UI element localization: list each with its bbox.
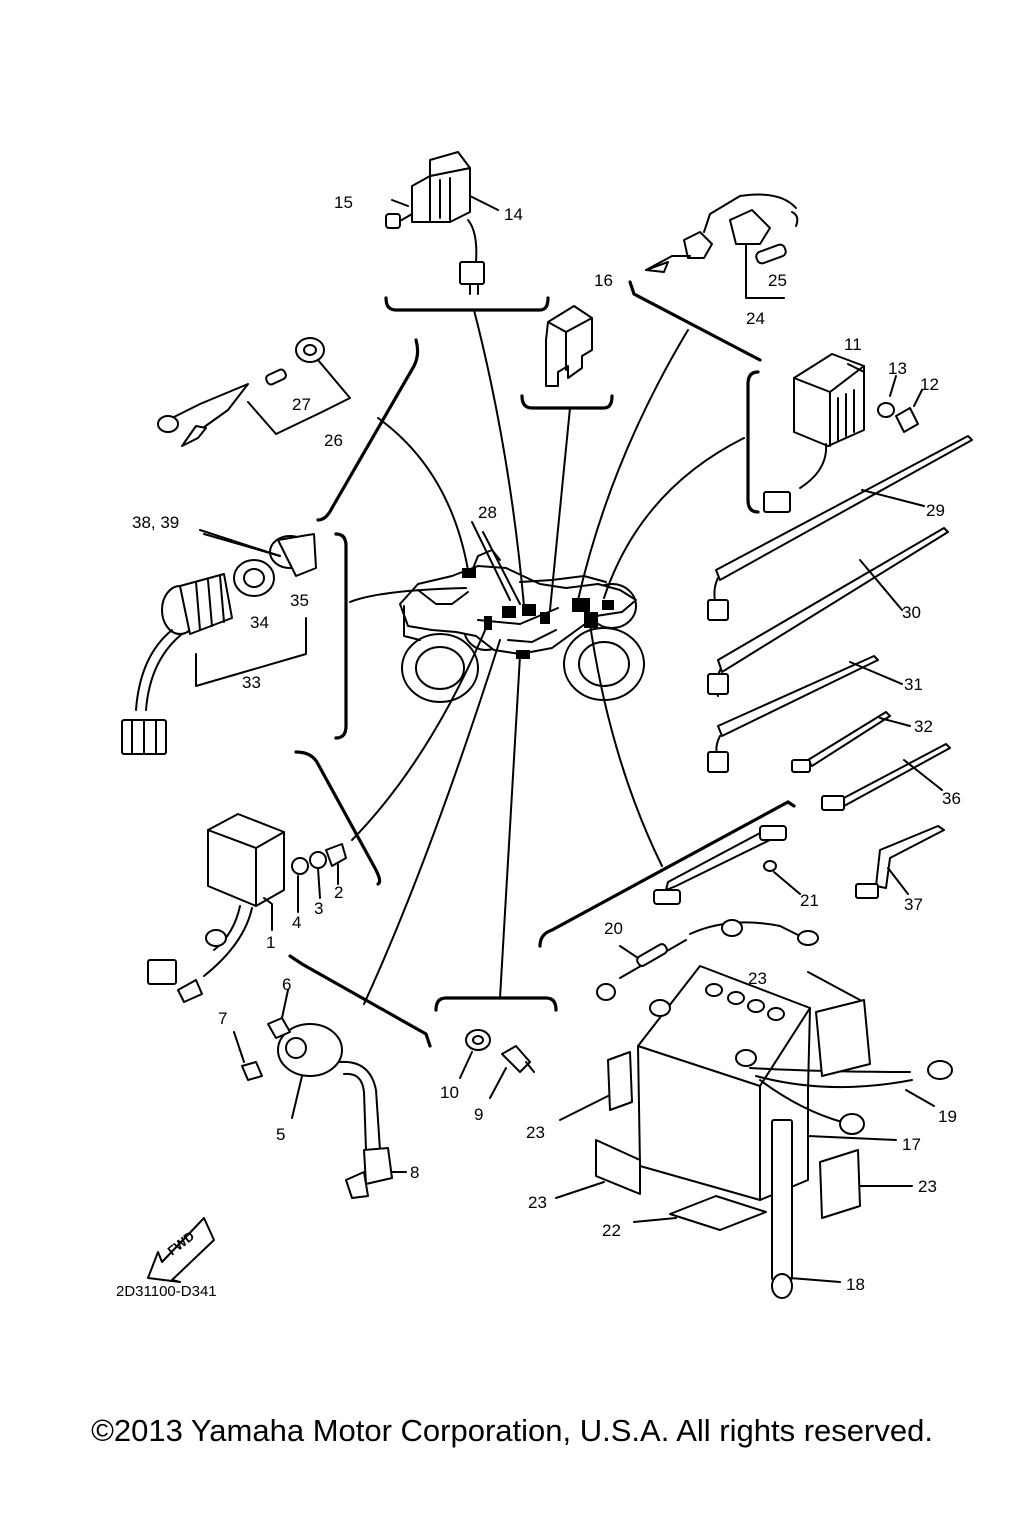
callout-12: 12 — [920, 375, 939, 394]
cdi-unit-part — [763, 353, 919, 513]
callout-15: 15 — [334, 193, 353, 212]
group-brackets — [288, 280, 796, 1048]
callout-34: 34 — [250, 613, 269, 632]
fuse-holder-part — [645, 193, 799, 299]
callout-numbers: 1 2 3 4 5 6 7 8 9 10 11 12 13 14 15 16 1… — [132, 193, 961, 1294]
drawing-code: 2D31100-D341 — [116, 1283, 217, 1300]
callout-19: 19 — [938, 1107, 957, 1126]
callout-37: 37 — [904, 895, 923, 914]
callout-16: 16 — [594, 271, 613, 290]
starter-relay-part — [385, 151, 485, 295]
callout-3: 3 — [314, 899, 323, 918]
callout-13: 13 — [888, 359, 907, 378]
battery-part — [595, 825, 953, 1299]
main-switch-part — [121, 533, 317, 755]
callout-leaders — [199, 195, 943, 1283]
leader-lines — [349, 309, 745, 1005]
callout-25: 25 — [768, 271, 787, 290]
copyright-notice: ©2013 Yamaha Motor Corporation, U.S.A. A… — [91, 1413, 933, 1448]
callout-32: 32 — [914, 717, 933, 736]
callout-17: 17 — [902, 1135, 921, 1154]
callout-29: 29 — [926, 501, 945, 520]
callout-23-right: 23 — [918, 1177, 937, 1196]
callout-11: 11 — [844, 335, 862, 354]
neutral-switch-part — [465, 1029, 535, 1073]
callout-7: 7 — [218, 1009, 227, 1028]
callout-20: 20 — [604, 919, 623, 938]
callout-22: 22 — [602, 1221, 621, 1240]
fwd-arrow: FWD — [147, 1217, 215, 1283]
callout-10: 10 — [440, 1083, 459, 1102]
callout-23-top: 23 — [748, 969, 767, 988]
ignition-coil-part — [241, 1017, 393, 1199]
callout-28: 28 — [478, 503, 497, 522]
callout-26: 26 — [324, 431, 343, 450]
callout-4: 4 — [292, 913, 301, 932]
callout-18: 18 — [846, 1275, 865, 1294]
callout-36: 36 — [942, 789, 961, 808]
callout-31: 31 — [904, 675, 923, 694]
thermo-switch-part — [157, 337, 351, 447]
callout-5: 5 — [276, 1125, 285, 1144]
callout-33: 33 — [242, 673, 261, 692]
callout-23-left: 23 — [526, 1123, 545, 1142]
rectifier-regulator-part — [147, 813, 347, 1003]
callout-1: 1 — [266, 933, 275, 952]
callout-6: 6 — [282, 975, 291, 994]
callout-30: 30 — [902, 603, 921, 622]
callout-9: 9 — [474, 1105, 483, 1124]
callout-14: 14 — [504, 205, 523, 224]
cable-ties — [707, 435, 973, 899]
callout-8: 8 — [410, 1163, 419, 1182]
callout-23-bottom: 23 — [528, 1193, 547, 1212]
callout-27: 27 — [292, 395, 311, 414]
callout-2: 2 — [334, 883, 343, 902]
callout-35: 35 — [290, 591, 309, 610]
atv-vehicle — [399, 549, 645, 703]
callout-21: 21 — [800, 891, 819, 910]
callout-38-39: 38, 39 — [132, 513, 179, 532]
callout-24: 24 — [746, 309, 765, 328]
cover-part — [545, 305, 593, 387]
